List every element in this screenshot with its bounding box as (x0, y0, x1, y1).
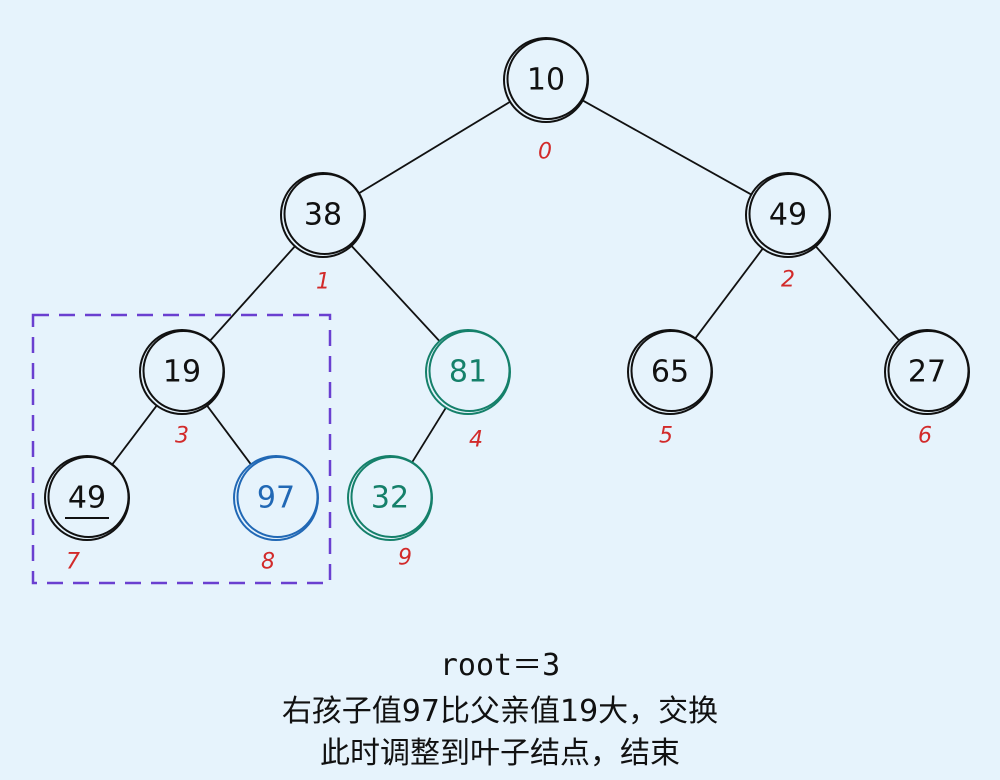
node-value: 27 (908, 355, 946, 390)
tree-edge (111, 404, 158, 466)
node-circle (887, 330, 970, 412)
tree-node: 27 6 (884, 329, 970, 449)
tree-node: 19 3 (139, 329, 225, 449)
node-index: 8 (261, 550, 275, 575)
tree-node: 32 9 (347, 455, 433, 571)
tree-node: 65 5 (627, 329, 713, 449)
tree-edge (815, 245, 900, 342)
node-index: 1 (316, 270, 330, 295)
node-index: 3 (175, 424, 189, 449)
tree-edge (206, 405, 252, 465)
tree-node: 38 1 (280, 172, 366, 295)
tree-edge (582, 99, 752, 196)
node-circle (142, 330, 225, 412)
node-circle (428, 330, 511, 412)
node-index: 5 (659, 424, 673, 449)
tree-edge (694, 248, 764, 339)
node-circle (630, 330, 713, 412)
node-value: 32 (371, 481, 409, 516)
node-index: 4 (469, 428, 483, 453)
description-line-1: 右孩子值97比父亲值19大，交换 (281, 694, 719, 729)
node-circle (47, 456, 130, 538)
node-index: 9 (398, 546, 412, 571)
node-value: 19 (163, 355, 201, 390)
node-circle (506, 38, 589, 120)
node-index: 7 (66, 550, 80, 575)
edges-layer (111, 99, 900, 466)
node-value: 38 (304, 198, 342, 233)
root-caption: root＝3 (439, 648, 561, 683)
node-value: 81 (449, 355, 487, 390)
node-index: 2 (781, 268, 795, 293)
tree-node: 10 0 (503, 37, 589, 165)
node-value: 10 (527, 63, 565, 98)
tree-edge (358, 100, 511, 195)
description-line-2: 此时调整到叶子结点，结束 (320, 736, 680, 771)
tree-node: 49 2 (745, 172, 831, 293)
node-circle (350, 456, 433, 538)
node-circle (283, 173, 366, 255)
tree-edge (350, 245, 441, 342)
node-index: 0 (538, 140, 552, 165)
tree-node: 81 4 (425, 329, 511, 453)
node-value: 65 (651, 355, 689, 390)
tree-node: 97 8 (233, 455, 319, 575)
node-circle (748, 173, 831, 255)
node-value: 97 (257, 481, 295, 516)
tree-edge (209, 245, 296, 342)
selection-box (31, 313, 332, 585)
node-index: 6 (918, 424, 932, 449)
tree-node: 49 7 (44, 455, 130, 575)
node-value: 49 (68, 481, 106, 516)
tree-edge (411, 407, 447, 463)
node-value: 49 (769, 198, 807, 233)
node-circle (236, 456, 319, 538)
